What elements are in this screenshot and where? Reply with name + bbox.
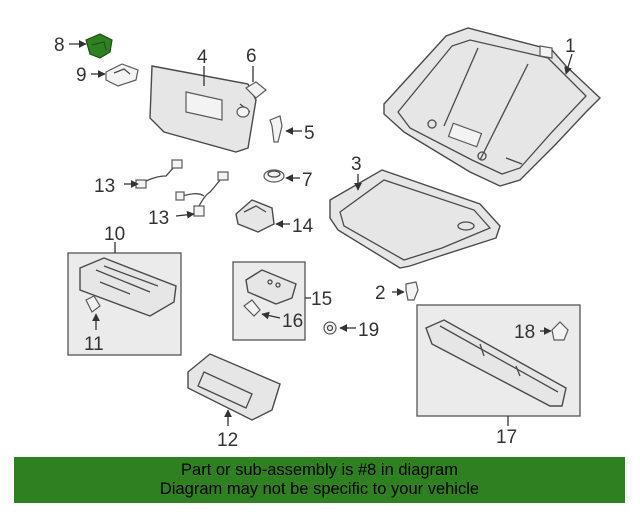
callout-13a[interactable]: 13 <box>94 176 115 197</box>
callout-4[interactable]: 4 <box>197 47 208 68</box>
part-1-headliner[interactable] <box>383 27 602 187</box>
part-13-harness-b[interactable] <box>175 171 229 217</box>
callout-7[interactable]: 7 <box>302 170 313 191</box>
part-18-clip[interactable] <box>551 321 569 341</box>
callout-15[interactable]: 15 <box>311 289 332 310</box>
part-13-harness-a[interactable] <box>135 159 183 189</box>
banner-line-2: Diagram may not be specific to your vehi… <box>159 480 480 498</box>
part-15-map-lamp[interactable] <box>245 269 297 305</box>
callout-11[interactable]: 11 <box>84 334 104 355</box>
leader-1 <box>564 53 573 75</box>
callout-3[interactable]: 3 <box>351 154 362 175</box>
part-12-console[interactable] <box>187 353 281 421</box>
callout-2[interactable]: 2 <box>375 283 386 304</box>
part-8-clip[interactable] <box>85 33 113 59</box>
part-5-screw[interactable] <box>269 115 283 143</box>
callout-13b[interactable]: 13 <box>148 208 169 229</box>
part-3-pad[interactable] <box>329 169 501 269</box>
callout-9[interactable]: 9 <box>76 65 87 86</box>
callout-12[interactable]: 12 <box>217 430 238 451</box>
part-7-cap[interactable] <box>263 169 285 183</box>
callout-5[interactable]: 5 <box>304 123 315 144</box>
callout-16[interactable]: 16 <box>282 311 303 332</box>
part-14-lamp[interactable] <box>235 199 275 233</box>
notice-banner: Part or sub-assembly is #8 in diagram Di… <box>14 457 625 503</box>
callout-19[interactable]: 19 <box>358 320 379 341</box>
parts-diagram: 8 9 4 6 5 7 1 <box>54 27 602 451</box>
banner-line-1: Part or sub-assembly is #8 in diagram <box>181 461 458 479</box>
part-16-bulb[interactable] <box>243 299 261 317</box>
part-17-trim[interactable] <box>425 319 567 407</box>
part-4-sun-visor[interactable] <box>149 65 257 153</box>
callout-1[interactable]: 1 <box>565 36 576 57</box>
callout-8[interactable]: 8 <box>54 35 65 56</box>
part-2-clip[interactable] <box>405 281 419 301</box>
part-10-overhead-console[interactable] <box>79 257 177 317</box>
part-6-bracket[interactable] <box>245 81 267 99</box>
part-11-bulb[interactable] <box>85 295 101 313</box>
leader-13b <box>175 210 195 219</box>
callout-10[interactable]: 10 <box>104 224 125 245</box>
callout-18[interactable]: 18 <box>514 322 535 343</box>
part-19-nut[interactable] <box>323 321 337 335</box>
callout-14[interactable]: 14 <box>292 216 314 237</box>
callout-17[interactable]: 17 <box>496 427 517 448</box>
part-9-holder[interactable] <box>105 63 139 87</box>
callout-6[interactable]: 6 <box>246 46 257 67</box>
leader-16 <box>261 311 281 320</box>
